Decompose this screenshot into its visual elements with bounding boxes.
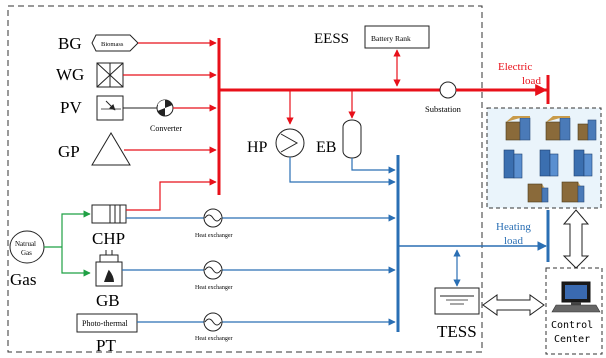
battery-rank-label: Battery Rank xyxy=(371,34,411,43)
eess-label: EESS xyxy=(314,31,349,47)
electric-boiler-icon xyxy=(342,119,362,159)
converter-icon xyxy=(156,99,174,117)
heat-exchanger-icon-1 xyxy=(203,208,223,228)
heating-load-label-2: load xyxy=(504,235,523,247)
natural-gas-label-1: Natrual xyxy=(15,240,36,248)
chp-icon xyxy=(91,204,127,224)
building-icon xyxy=(577,119,597,141)
battery-rank-box xyxy=(364,25,430,49)
natural-gas-label-2: Gas xyxy=(21,249,32,257)
computer-icon xyxy=(551,281,601,313)
heat-pump-icon xyxy=(275,128,305,158)
gb-label: GB xyxy=(96,291,120,310)
heat-exchanger-icon-2 xyxy=(203,260,223,280)
building-icon xyxy=(545,116,571,141)
heat-exchanger-label-3: Heat exchanger xyxy=(195,336,232,342)
gas-to-chp-line xyxy=(61,210,91,247)
pv-label: PV xyxy=(60,98,82,117)
tess-control-double-arrow xyxy=(482,294,545,316)
biomass-generator-icon xyxy=(91,34,139,52)
tess-tank-icon xyxy=(434,287,480,315)
chp-to-electric-bus-line xyxy=(126,178,217,211)
photo-thermal-box xyxy=(76,313,138,333)
tess-label: TESS xyxy=(437,322,477,341)
buildings-control-double-arrow xyxy=(562,209,590,269)
substation-icon xyxy=(439,81,457,99)
electric-load-label-1: Electric xyxy=(498,61,532,73)
gas-to-gb-line xyxy=(61,247,91,277)
buildings-cluster xyxy=(503,116,597,203)
bg-label: BG xyxy=(58,34,82,53)
heat-exchanger-label-1: Heat exchanger xyxy=(195,233,232,239)
biomass-label: Biomass xyxy=(101,41,124,48)
heat-exchanger-label-2: Heat exchanger xyxy=(195,285,232,291)
building-icon xyxy=(527,183,549,203)
converter-label: Converter xyxy=(150,124,182,133)
substation-label: Substation xyxy=(425,104,462,114)
gas-boiler-icon xyxy=(95,250,123,287)
wg-label: WG xyxy=(56,65,84,84)
pv-panel-icon xyxy=(96,95,124,121)
electric-load-label-2: load xyxy=(522,75,541,87)
eb-to-heat-bus-line xyxy=(351,158,396,174)
hp-to-heat-bus-line xyxy=(289,157,396,186)
eb-label: EB xyxy=(316,139,336,156)
heating-load-label-1: Heating xyxy=(496,221,531,233)
pt-label: PT xyxy=(96,336,116,355)
gp-label: GP xyxy=(58,142,80,161)
heat-exchanger-icon-3 xyxy=(203,312,223,332)
building-icon xyxy=(505,116,531,141)
building-icon xyxy=(503,149,523,179)
chp-label: CHP xyxy=(92,229,125,248)
building-icon xyxy=(539,149,559,177)
building-icon xyxy=(561,181,585,203)
hp-label: HP xyxy=(247,139,268,156)
system-boundary xyxy=(7,5,483,353)
control-center-label-2: Center xyxy=(554,334,590,345)
building-icon xyxy=(573,149,593,177)
grid-power-icon xyxy=(91,132,131,166)
control-center-label-1: Control xyxy=(551,320,593,331)
control-center-boundary xyxy=(545,267,603,355)
gas-label: Gas xyxy=(10,270,36,289)
photo-thermal-label: Photo-thermal xyxy=(82,319,129,328)
